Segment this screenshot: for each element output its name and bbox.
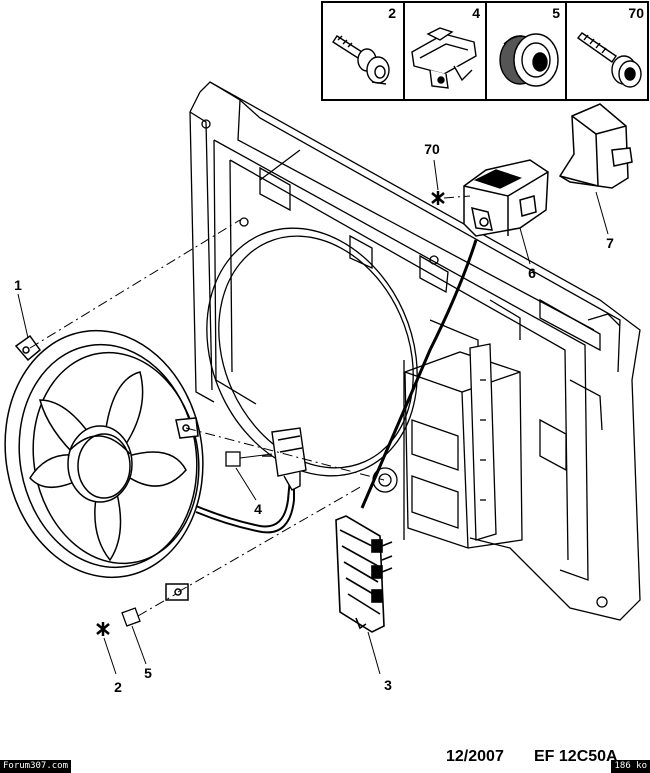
callout-1: 1 (14, 277, 22, 293)
callout-7: 7 (606, 235, 614, 251)
watermark-site: Forum307.com (0, 760, 72, 773)
kit-label-5: 5 (552, 5, 560, 21)
resistor-wire (360, 239, 478, 509)
callout-3: 3 (384, 677, 392, 693)
footer-date: 12/2007 (446, 748, 504, 765)
cooling-module-frame (189, 81, 641, 621)
alignment-lines (29, 195, 471, 617)
footer-reference: EF 12C50A (534, 748, 618, 765)
fan-assembly (4, 329, 295, 601)
fan-wire-connector (262, 427, 307, 491)
resistor-unit (335, 515, 393, 633)
kit-label-70: 70 (628, 5, 644, 21)
screw-marker-relay (431, 191, 445, 205)
clip-connector-icon (411, 27, 477, 89)
parts-kit-box: 2 4 5 70 (321, 1, 649, 101)
clip-square (225, 451, 241, 467)
screw-marker-fan (96, 622, 110, 636)
leader-lines (17, 159, 609, 675)
callout-6: 6 (528, 265, 536, 281)
kit-label-2: 2 (388, 5, 396, 21)
self-tapping-screw-icon (576, 32, 642, 88)
grommet-square (121, 607, 141, 627)
callout-5: 5 (144, 665, 152, 681)
relay-cover (558, 103, 633, 189)
callout-70: 70 (424, 141, 440, 157)
callout-2: 2 (114, 679, 122, 695)
kit-label-4: 4 (472, 5, 480, 21)
bolt-with-washer-icon (332, 35, 390, 85)
watermark-size: 186 ko (611, 760, 650, 773)
callout-4: 4 (254, 501, 262, 517)
relay-module (463, 159, 549, 237)
rubber-grommet-icon (499, 33, 559, 87)
